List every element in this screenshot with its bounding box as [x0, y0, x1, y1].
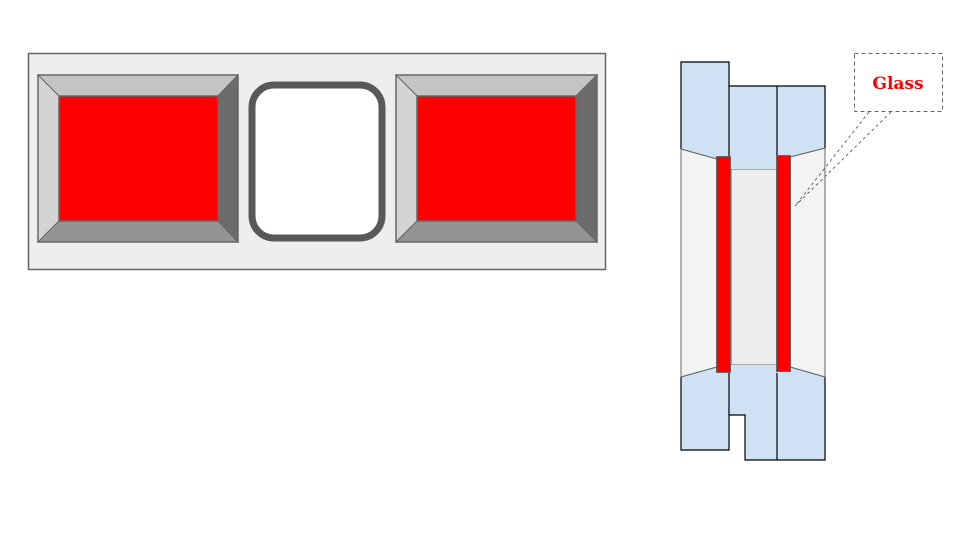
bevel-left [395, 73, 418, 244]
glass-pane-section-left [716, 156, 731, 373]
right-glass-panel [394, 73, 599, 244]
bevel-right [575, 73, 598, 244]
bevel-right [217, 73, 239, 244]
bottom-profile-left [681, 367, 729, 450]
glass-pane [416, 95, 577, 222]
callout-pointer [794, 111, 870, 207]
left-infill [680, 148, 718, 378]
left-glass-panel [36, 73, 240, 244]
bottom-profile-right [777, 367, 825, 460]
section-outline [680, 61, 826, 149]
glass-pane [58, 95, 219, 222]
bevel-bottom [394, 220, 599, 243]
bevel-top [394, 74, 599, 97]
callout-box [854, 53, 943, 112]
right-infill [789, 147, 826, 378]
top-profile-center [729, 86, 777, 169]
top-profile-left [681, 62, 729, 159]
bevel-bottom [36, 220, 240, 243]
bevel-left [37, 73, 60, 244]
callout-label: Glass [872, 74, 923, 94]
glass-callout: Glass [794, 53, 943, 207]
bottom-profile-center [729, 365, 777, 460]
bevel-top [36, 74, 240, 97]
section-view [680, 61, 826, 461]
front-view [27, 52, 607, 271]
top-profile-right [777, 86, 825, 157]
glass-pane-section-right [776, 155, 791, 372]
spacer-cavity [730, 168, 778, 366]
center-opening [248, 81, 386, 242]
